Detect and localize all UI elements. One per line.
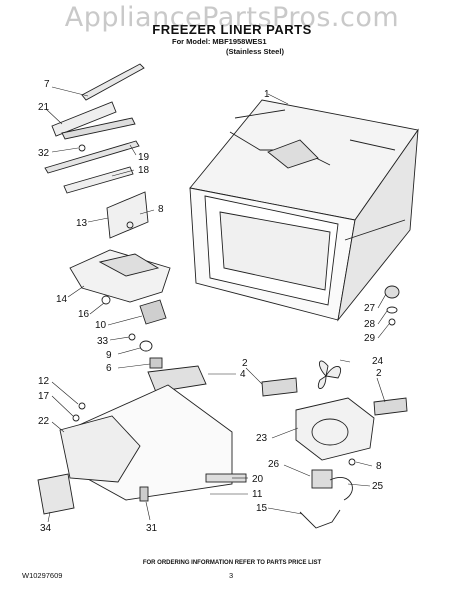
part-26	[311, 469, 333, 489]
part-16	[101, 295, 111, 305]
part-7	[81, 63, 145, 101]
part-2-right	[373, 397, 408, 416]
part-27	[384, 285, 400, 299]
part-13	[106, 191, 149, 239]
callout-12: 12	[38, 376, 50, 387]
part-23-ring	[311, 418, 349, 446]
variant-line: (Stainless Steel)	[226, 47, 284, 56]
document-number: W10297609	[22, 571, 63, 580]
callout-7: 7	[44, 79, 50, 90]
ordering-info: FOR ORDERING INFORMATION REFER TO PARTS …	[142, 560, 322, 566]
watermark: AppliancePartsPros.com	[64, 2, 400, 33]
callout-32: 32	[38, 148, 50, 159]
part-8-upper	[126, 221, 134, 229]
part-18	[63, 166, 134, 194]
model-line: For Model: MBF1958WES1	[172, 37, 267, 46]
callout-4: 4	[240, 369, 246, 380]
callout-16: 16	[78, 309, 90, 320]
part-25	[329, 477, 353, 501]
callout-18: 18	[138, 165, 150, 176]
callout-28: 28	[364, 319, 376, 330]
part-8-lower	[348, 458, 356, 466]
part-6	[149, 357, 163, 369]
callout-33: 33	[97, 336, 109, 347]
part-33	[128, 333, 136, 341]
part-12	[78, 402, 86, 410]
callout-9: 9	[106, 350, 112, 361]
part-29	[388, 318, 396, 326]
callout-17: 17	[38, 391, 50, 402]
callout-22: 22	[38, 416, 50, 427]
callout-34: 34	[40, 523, 52, 534]
callout-10: 10	[95, 320, 107, 331]
callout-8-lower: 8	[376, 461, 382, 472]
part-21	[51, 101, 117, 137]
callout-27: 27	[364, 303, 376, 314]
part-10	[139, 299, 167, 325]
part-4	[147, 365, 207, 393]
callout-25: 25	[372, 481, 384, 492]
callout-11: 11	[252, 489, 263, 500]
callout-31: 31	[146, 523, 158, 534]
part-2-left	[261, 377, 298, 397]
page-title: FREEZER LINER PARTS	[152, 22, 312, 37]
callout-6: 6	[106, 363, 112, 374]
callout-19: 19	[138, 152, 150, 163]
callout-24: 24	[372, 356, 384, 367]
part-31	[139, 486, 149, 502]
part-9	[139, 340, 153, 352]
callout-15: 15	[256, 503, 268, 514]
part-23	[295, 397, 375, 461]
callout-20: 20	[252, 474, 264, 485]
callout-29: 29	[364, 333, 376, 344]
part-17	[72, 414, 80, 422]
callout-14: 14	[56, 294, 68, 305]
callout-13: 13	[76, 218, 88, 229]
part-19	[44, 140, 140, 174]
callout-1: 1	[264, 89, 270, 100]
page-number: 3	[229, 571, 234, 580]
callout-23: 23	[256, 433, 268, 444]
callout-2-right: 2	[376, 368, 382, 379]
part-15	[299, 509, 341, 529]
part-34	[37, 473, 75, 515]
callout-8-upper: 8	[158, 204, 164, 215]
part-22	[59, 415, 141, 483]
callout-26: 26	[268, 459, 280, 470]
part-21-b	[61, 117, 136, 140]
freezer-liner	[189, 99, 419, 322]
part-14-inner	[98, 253, 160, 277]
part-28	[386, 306, 398, 314]
callout-2-left: 2	[242, 358, 248, 369]
callout-21: 21	[38, 102, 50, 113]
part-32	[78, 144, 86, 152]
part-24	[317, 360, 342, 389]
